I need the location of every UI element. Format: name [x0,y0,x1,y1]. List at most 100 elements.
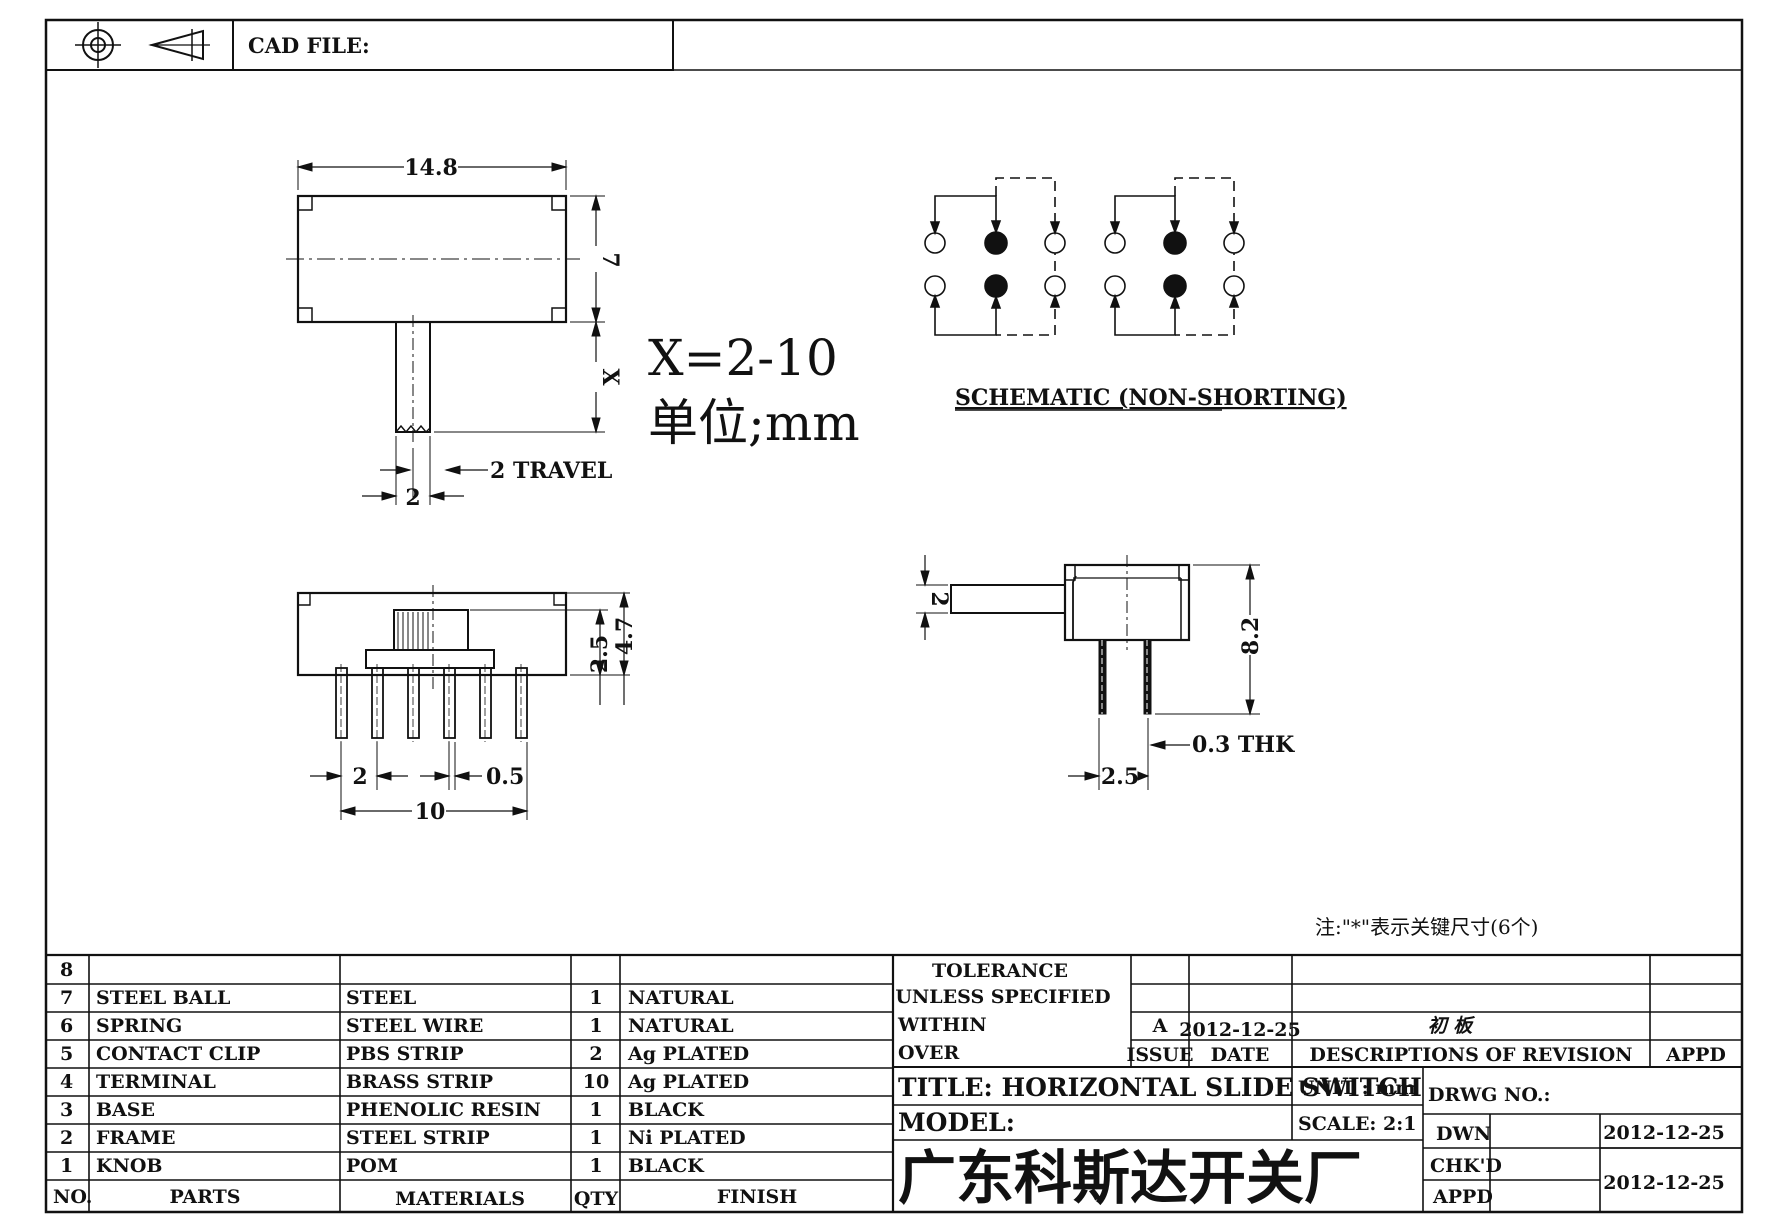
date-label: DATE [1211,1044,1270,1066]
crosshair-target-icon [75,22,121,68]
bom-table-grid [46,953,1742,1212]
bom-header-finish: FINISH [717,1186,797,1208]
bom-cell-material: PBS STRIP [346,1043,464,1065]
appd-label: APPD [1665,1044,1726,1066]
table-row: 5 CONTACT CLIP PBS STRIP 2 Ag PLATED [60,1043,749,1065]
bom-cell-part: STEEL BALL [96,987,230,1009]
dim-travel: 2 TRAVEL [490,458,612,484]
bom-cell-no: 8 [60,959,73,981]
dim-width-14-8: 14.8 [404,155,458,181]
dim-span-10: 10 [415,799,446,825]
key-dims-note: 注:"*"表示关键尺寸(6个) [1315,915,1538,939]
chkd-label: CHK'D [1430,1155,1502,1177]
bottom-view [296,585,630,820]
bom-cell-material: PHENOLIC RESIN [346,1099,541,1121]
table-row: 1 KNOB POM 1 BLACK [60,1155,705,1177]
bom-cell-finish: BLACK [628,1099,705,1121]
front-view [286,160,605,505]
bom-header-no: NO. [53,1186,92,1208]
bom-cell-finish: NATURAL [628,987,734,1009]
tolerance-label: TOLERANCE [932,960,1068,982]
tolerance-unless: UNLESS SPECIFIED [895,986,1110,1008]
bom-cell-finish: NATURAL [628,1015,734,1037]
bom-header-materials: MATERIALS [395,1188,525,1210]
side-view [916,555,1260,790]
bom-cell-no: 3 [60,1099,73,1121]
bom-cell-qty: 10 [583,1071,609,1093]
bom-cell-no: 5 [60,1043,73,1065]
bom-cell-no: 6 [60,1015,73,1037]
dwn-date: 2012-12-25 [1603,1122,1725,1144]
dim-pitch-2-5: 2.5 [1101,764,1139,790]
descriptions-of-revision-label: DESCRIPTIONS OF REVISION [1309,1044,1632,1066]
x-range-note: X=2-10 [648,329,838,387]
bom-cell-qty: 1 [589,987,602,1009]
tolerance-within: WITHIN [897,1014,987,1036]
bom-cell-qty: 1 [589,1099,602,1121]
table-row: 4 TERMINAL BRASS STRIP 10 Ag PLATED [60,1071,749,1093]
schematic-diagram [924,177,1245,336]
scale-label: SCALE: 2:1 [1298,1113,1417,1135]
bom-cell-material: STEEL [346,987,416,1009]
bom-cell-qty: 2 [589,1043,602,1065]
bom-cell-no: 2 [60,1127,73,1149]
bom-cell-finish: BLACK [628,1155,705,1177]
unit-label: UNIT : mm [1298,1077,1415,1099]
header-block: CAD FILE: [45,19,1742,71]
bom-cell-no: 1 [60,1155,73,1177]
bom-cell-no: 4 [60,1071,73,1093]
dim-pitch-2: 2 [352,764,367,790]
issue-label: ISSUE [1127,1044,1194,1066]
dim-x: X [597,368,623,386]
bom-header-parts: PARTS [170,1186,241,1208]
bom-cell-part: BASE [96,1099,155,1121]
revision-issue: A [1152,1015,1168,1037]
bom-cell-qty: 1 [589,1015,602,1037]
dim-height-2-5: 2.5 [587,635,613,673]
appd2-label: APPD [1432,1186,1493,1208]
dim-height-8-2: 8.2 [1238,617,1264,655]
dim-height-7: 7 [597,252,623,267]
tolerance-over: OVER [898,1042,959,1064]
chk-date: 2012-12-25 [1603,1172,1725,1194]
bom-cell-qty: 1 [589,1127,602,1149]
bom-header-qty: QTY [574,1188,619,1210]
dim-knob-2: 2 [926,591,952,606]
revision-date: 2012-12-25 [1179,1019,1301,1041]
bom-cell-finish: Ag PLATED [627,1043,749,1065]
drawing-title: TITLE: HORIZONTAL SLIDE SWITCH [898,1073,1422,1102]
table-row: 2 FRAME STEEL STRIP 1 Ni PLATED [60,1127,746,1149]
bom-cell-material: STEEL STRIP [346,1127,490,1149]
first-angle-projection-icon [148,29,210,61]
bom-cell-material: POM [346,1155,398,1177]
table-row: 3 BASE PHENOLIC RESIN 1 BLACK [60,1099,705,1121]
model-label: MODEL: [898,1108,1015,1137]
table-row: 8 [60,959,73,981]
dim-height-4-7: 4.7 [612,617,638,655]
unit-note: 单位;mm [648,394,860,452]
table-row: 6 SPRING STEEL WIRE 1 NATURAL [60,1015,734,1037]
table-row: 7 STEEL BALL STEEL 1 NATURAL [60,987,734,1009]
revision-description: 初 板 [1428,1015,1476,1037]
bom-cell-material: BRASS STRIP [346,1071,493,1093]
title-block-grid [893,955,1742,1212]
bom-cell-no: 7 [60,987,73,1009]
bom-cell-material: STEEL WIRE [346,1015,483,1037]
dim-knob-width-2: 2 [405,485,420,511]
bom-cell-part: TERMINAL [96,1071,216,1093]
bom-cell-qty: 1 [589,1155,602,1177]
bom-cell-finish: Ag PLATED [627,1071,749,1093]
bom-cell-part: KNOB [96,1155,163,1177]
dim-pin-0-5: 0.5 [486,764,524,790]
cad-file-label: CAD FILE: [248,33,370,58]
bom-cell-finish: Ni PLATED [628,1127,746,1149]
drwg-no-label: DRWG NO.: [1428,1084,1550,1106]
bom-cell-part: CONTACT CLIP [96,1043,260,1065]
company-name: 广东科斯达开关厂 [898,1144,1362,1212]
bom-cell-part: FRAME [96,1127,176,1149]
bom-cell-part: SPRING [96,1015,182,1037]
dwn-label: DWN [1436,1123,1491,1145]
schematic-label: SCHEMATIC (NON-SHORTING) [955,385,1347,411]
